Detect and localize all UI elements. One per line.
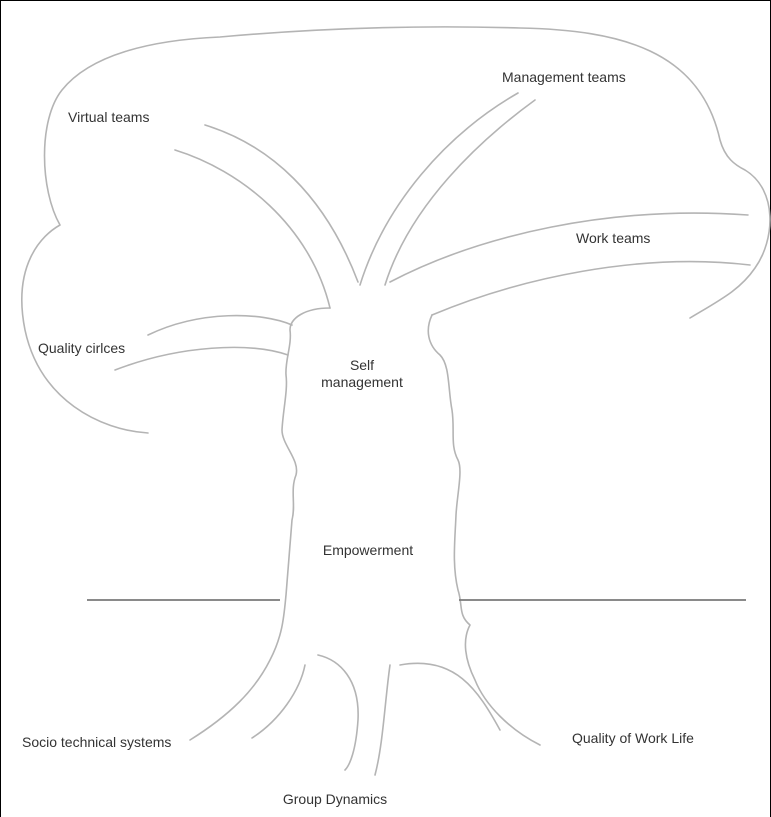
branch-management-lower — [384, 99, 536, 286]
label-group-dynamics: Group Dynamics — [283, 791, 387, 807]
label-empowerment: Empowerment — [323, 542, 413, 558]
label-self-line1: Self — [350, 357, 374, 373]
label-management-teams: Management teams — [502, 69, 626, 85]
label-quality-of-work-life: Quality of Work Life — [572, 730, 694, 746]
branch-work-teams-lower — [431, 260, 751, 316]
label-virtual-teams: Virtual teams — [68, 109, 149, 125]
tree-crown-outline — [21, 26, 771, 434]
root-group-dynamics-left — [317, 654, 359, 771]
branch-virtual-teams-lower — [174, 149, 331, 309]
label-socio-technical-systems: Socio technical systems — [22, 734, 171, 750]
root-quality-of-work-life — [399, 662, 501, 731]
trunk-left-edge — [189, 307, 331, 741]
branch-virtual-teams-upper — [204, 124, 359, 283]
label-self-line2: management — [321, 374, 403, 390]
branch-management-upper — [359, 92, 519, 286]
root-group-dynamics-right — [374, 664, 391, 776]
branch-quality-circles-lower — [114, 346, 289, 371]
trunk-right-edge — [427, 314, 541, 746]
label-work-teams: Work teams — [576, 230, 650, 246]
branch-work-teams-upper — [389, 212, 749, 283]
root-socio-technical — [251, 664, 306, 739]
branch-quality-circles-upper — [147, 314, 293, 336]
label-quality-circles: Quality cirlces — [38, 340, 125, 356]
